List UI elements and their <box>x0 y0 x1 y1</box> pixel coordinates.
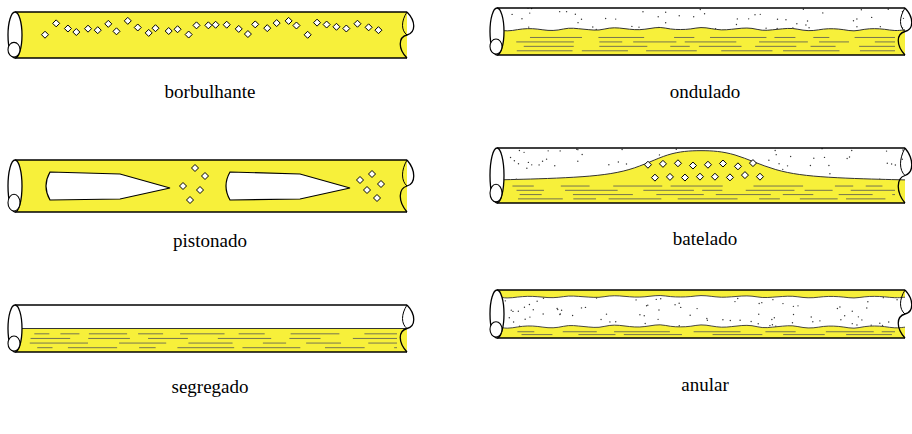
pipe <box>490 290 912 338</box>
flow-pattern-label: anular <box>681 375 728 396</box>
pipe <box>490 7 912 55</box>
flow-pattern-label: batelado <box>673 229 737 250</box>
pipe <box>490 148 912 203</box>
pipe <box>8 160 414 212</box>
flow-pattern-label: ondulado <box>670 82 741 103</box>
pipe <box>8 12 414 58</box>
flow-pattern-label: segregado <box>171 377 248 398</box>
flow-pattern-label: pistonado <box>173 231 247 252</box>
flow-pattern-label: borbulhante <box>165 82 256 103</box>
pipe <box>8 305 414 376</box>
